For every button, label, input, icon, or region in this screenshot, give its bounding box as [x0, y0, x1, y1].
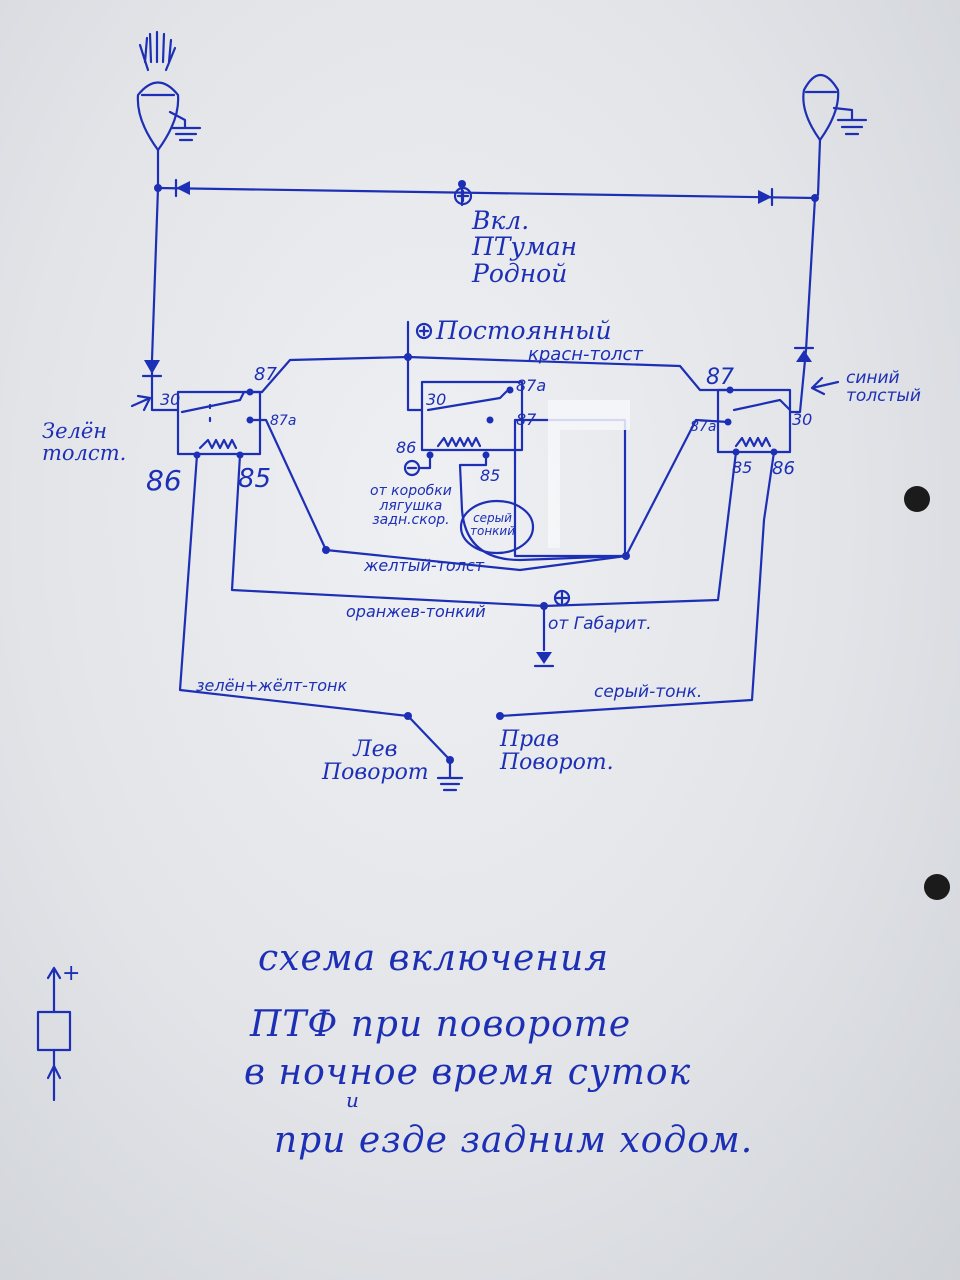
ground-icon-left-lamp [168, 110, 202, 142]
caption-line-2: ПТФ при повороте [250, 1004, 632, 1045]
relay-right-30: 30 [792, 410, 813, 429]
relay-center-87: 87 [516, 410, 537, 429]
relay-left-85: 85 [238, 464, 272, 494]
reverse-switch-label: от коробки лягушка задн.скор. [370, 483, 452, 529]
grey-thin-circled-label: серый тонкий [470, 511, 516, 538]
left-turn-label: Лев Поворот [322, 737, 429, 786]
relay-right-85: 85 [732, 458, 753, 477]
constant-power-label: Постоянный [436, 316, 612, 345]
orange-thin-wire-label: оранжев-тонкий [346, 602, 486, 621]
legend-plus-label: + [62, 961, 81, 986]
relay-center-30: 30 [426, 390, 447, 409]
green-thick-wire-label: Зелён толст. [42, 419, 127, 466]
ground-icon-right-lamp [832, 106, 868, 136]
relay-right-87: 87 [706, 365, 734, 390]
relay-center-86: 86 [396, 438, 417, 457]
fog-lamp-icon-left [136, 30, 180, 187]
green-yellow-wire-label: зелён+жёлт-тонк [196, 676, 348, 695]
right-turn-label: Прав Поворот. [500, 727, 614, 776]
ground-icon-turn [436, 758, 464, 792]
sidelights-label: от Габарит. [548, 614, 652, 634]
caption-line-4: и [346, 1088, 360, 1112]
grey-thin-wire-label: серый-тонк. [594, 682, 703, 702]
diode-icon-top-left [174, 178, 190, 198]
relay-center-85: 85 [480, 466, 501, 485]
relay-left-86: 86 [146, 464, 182, 497]
relay-left-87a: 87a [270, 413, 297, 429]
diode-icon-right [793, 346, 815, 362]
relay-left-30: 30 [160, 390, 181, 409]
legend-symbol [36, 966, 72, 1102]
fog-switch-label: Вкл. ПТуман Родной [472, 206, 578, 288]
caption-line-1: схема включения [258, 938, 610, 979]
blue-thick-wire-label: синий толстый [846, 368, 921, 406]
red-thick-wire-label: красн-толст [528, 344, 643, 365]
relay-center-87a: 87a [516, 376, 547, 395]
diode-icon-sidelights [533, 652, 555, 668]
binder-hole-top [904, 486, 930, 512]
fog-lamp-icon-right [802, 73, 840, 197]
relay-left [176, 388, 264, 459]
binder-hole-bottom [924, 874, 950, 900]
relay-right [716, 386, 792, 456]
yellow-thick-wire-label: желтый-толст [364, 556, 485, 575]
relay-left-87: 87 [254, 364, 277, 385]
diode-icon-left [141, 360, 163, 378]
caption-line-5: при езде задним ходом. [274, 1120, 754, 1161]
relay-right-86: 86 [772, 458, 795, 479]
caption-line-3: в ночное время суток [244, 1052, 692, 1093]
relay-right-87a: 87a [690, 419, 717, 435]
diode-icon-top-right [758, 187, 774, 207]
